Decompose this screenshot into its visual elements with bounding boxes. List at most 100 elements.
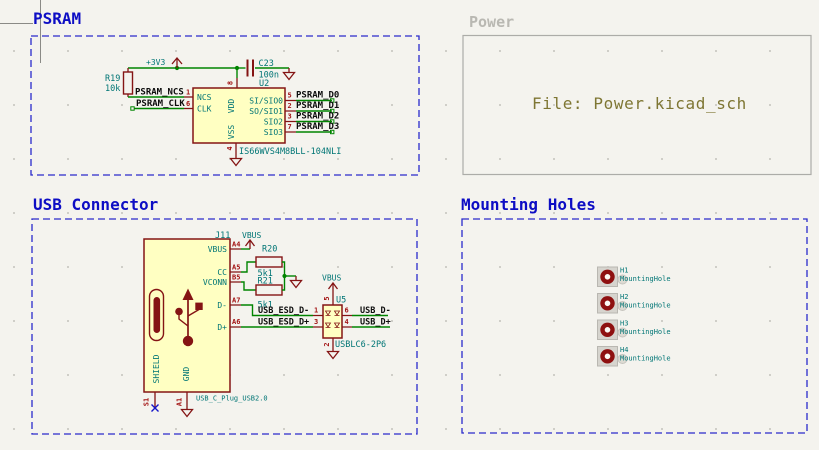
resistor-ref[interactable]: R21 [258, 277, 273, 287]
ic-u5[interactable]: U5 USBLC6-2P6 1 3 6 4 5 2 [313, 284, 386, 351]
hole-drill [604, 274, 611, 280]
wire-cc[interactable] [241, 261, 256, 273]
pin-name-cc: CC [217, 268, 227, 277]
pin-number-a1: A1 [176, 398, 184, 406]
power-net-label[interactable]: VBUS [322, 274, 341, 283]
net-label-usb-dp[interactable]: USB_D+ [360, 318, 391, 328]
pin-number-clk: 6 [186, 100, 190, 108]
ic-u2[interactable]: U2 IS66WVS4M8BLL-104NLI NCS CLK VDD VSS … [192, 79, 341, 157]
power-net-label[interactable]: VBUS [242, 231, 261, 240]
resistor-r19[interactable]: R19 10k [105, 68, 134, 97]
no-connect-icon[interactable] [151, 404, 159, 412]
hole-value[interactable]: MountingHole [620, 355, 671, 363]
net-label-psram-ncs[interactable]: PSRAM_NCS [135, 88, 184, 98]
pin-name-shield: SHIELD [152, 354, 161, 383]
mounting-hole[interactable]: H3 MountingHole [597, 319, 671, 340]
wire-usb-esd-dm[interactable] [241, 304, 313, 317]
pin-name-vconn: VCONN [203, 278, 227, 287]
pin-number-a4: A4 [232, 241, 240, 249]
gnd-symbol[interactable] [229, 157, 243, 167]
pin-number-2: 2 [323, 342, 331, 346]
wire-vconn[interactable] [241, 281, 256, 291]
hole-courtyard-circle [617, 301, 628, 311]
psram-section-title[interactable]: PSRAM [33, 9, 81, 28]
hole-courtyard-circle [617, 327, 628, 338]
ic-value[interactable]: IS66WVS4M8BLL-104NLI [239, 147, 341, 157]
mounting-section: Mounting Holes H1 MountingHole H2 Mounti… [461, 195, 808, 434]
net-label-psram-d0[interactable]: PSRAM_D0 [296, 91, 339, 101]
psram-boundary-box[interactable] [30, 35, 420, 176]
hole-drill [604, 300, 611, 307]
power-net-label[interactable]: +3V3 [146, 58, 165, 67]
ic-ref[interactable]: U2 [259, 79, 269, 89]
resistor-r20[interactable]: R20 5k1 [255, 245, 283, 280]
resistor-value[interactable]: 5k1 [258, 301, 273, 311]
hole-value[interactable]: MountingHole [620, 302, 671, 310]
pin-name-sio1: SO/SIO1 [249, 107, 283, 116]
net-label-usb-esd-dm[interactable]: USB_ESD_D- [258, 306, 309, 316]
gnd-symbol[interactable] [282, 68, 296, 81]
pin-name-vbus: VBUS [208, 245, 227, 254]
hole-ref[interactable]: H4 [620, 346, 628, 354]
pin-number-b5: B5 [232, 274, 240, 282]
gnd-symbol[interactable] [289, 276, 303, 289]
power-sheet[interactable]: Power File: Power.kicad_sch [462, 13, 812, 176]
hole-value[interactable]: MountingHole [620, 275, 671, 283]
capacitor-value[interactable]: 100n [259, 71, 279, 81]
mounting-hole[interactable]: H2 MountingHole [597, 293, 671, 314]
mounting-hole[interactable]: H1 MountingHole [597, 266, 671, 287]
psram-section: PSRAM +3V3 R19 10k C23 100n [30, 9, 420, 176]
ic-ref[interactable]: U5 [336, 296, 346, 306]
pin-name-sio2: SIO2 [264, 118, 283, 127]
grid-origin-crosshair-icon [0, 0, 41, 63]
pin-number-sio3: 7 [288, 123, 292, 131]
pin-name-sio0: SI/SIO0 [249, 97, 283, 106]
psram-data-pins: 5 2 3 7 PSRAM_D0 PSRAM_D1 PSRAM_D2 PSRAM… [285, 91, 339, 135]
connector-value[interactable]: USB_C_Plug_USB2.0 [196, 395, 268, 403]
capacitor-ref[interactable]: C23 [259, 59, 274, 69]
pin-number-ncs: 1 [186, 89, 190, 97]
net-label-psram-d3[interactable]: PSRAM_D3 [296, 122, 339, 132]
pin-number-a7: A7 [232, 297, 240, 305]
mounting-section-title[interactable]: Mounting Holes [461, 195, 596, 214]
pin-number-5: 5 [323, 296, 331, 300]
net-label-psram-d2[interactable]: PSRAM_D2 [296, 112, 339, 122]
resistor-ref[interactable]: R20 [262, 245, 277, 255]
connector-j11[interactable]: J11 USB_C_Plug_USB2.0 VBUS CC VCONN D- D… [143, 231, 268, 409]
sheet-name[interactable]: Power [469, 13, 514, 31]
usb-boundary-box[interactable] [31, 218, 418, 435]
usb-section-title[interactable]: USB Connector [33, 195, 158, 214]
resistor-ref[interactable]: R19 [105, 74, 120, 84]
pin-number-3: 3 [314, 318, 318, 326]
gnd-symbol[interactable] [326, 350, 340, 360]
power-symbol-vbus-u5[interactable]: VBUS [322, 274, 341, 290]
usb-section: USB Connector J11 USB_C_Plug_USB2.0 VBUS… [31, 195, 418, 435]
mounting-hole[interactable]: H4 MountingHole [597, 346, 671, 367]
mounting-boundary-box[interactable] [461, 218, 808, 434]
hole-ref[interactable]: H1 [620, 267, 628, 275]
hole-ref[interactable]: H2 [620, 293, 628, 301]
connector-ref[interactable]: J11 [215, 231, 230, 241]
pin-name-clk: CLK [197, 105, 212, 114]
pin-number-1: 1 [314, 307, 318, 315]
capacitor-c23[interactable]: C23 100n [237, 59, 289, 81]
resistor-value[interactable]: 5k1 [258, 269, 273, 279]
pin-number-sio2: 3 [288, 113, 292, 121]
net-label-usb-esd-dp[interactable]: USB_ESD_D+ [258, 318, 309, 328]
pin-number-vss: 4 [226, 146, 234, 150]
gnd-symbol[interactable] [180, 408, 194, 418]
power-symbol-vbus[interactable]: VBUS [241, 231, 261, 250]
hole-ref[interactable]: H3 [620, 320, 628, 328]
sheet-filename[interactable]: File: Power.kicad_sch [532, 94, 747, 113]
resistor-value[interactable]: 10k [105, 84, 120, 94]
net-label-usb-dm[interactable]: USB_D- [360, 306, 391, 316]
ic-value[interactable]: USBLC6-2P6 [335, 340, 386, 350]
hole-value[interactable]: MountingHole [620, 328, 671, 336]
pin-number-4: 4 [345, 318, 349, 326]
net-label-psram-clk[interactable]: PSRAM_CLK [136, 99, 185, 109]
net-label-psram-d1[interactable]: PSRAM_D1 [296, 101, 339, 111]
power-symbol-3v3[interactable]: +3V3 [146, 56, 183, 68]
sheet-outline[interactable] [462, 34, 812, 176]
